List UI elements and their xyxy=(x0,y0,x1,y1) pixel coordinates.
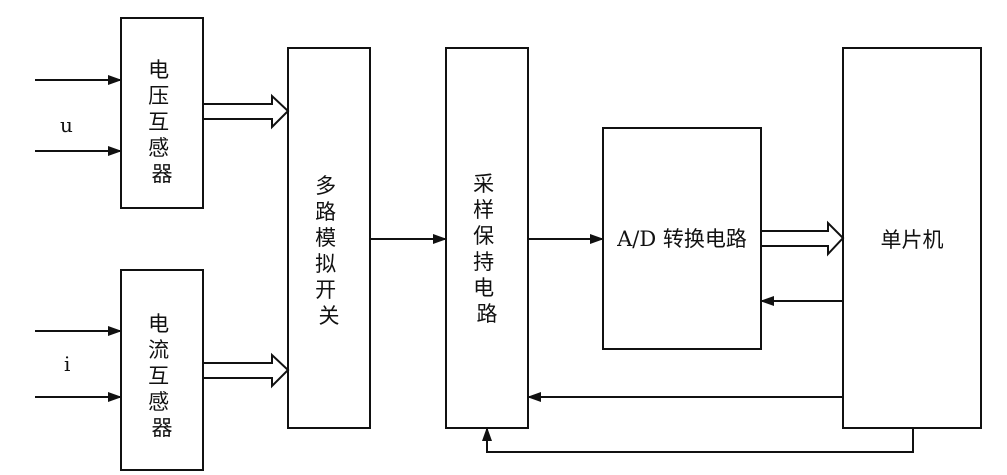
voltage-signal-label: u xyxy=(60,113,73,137)
adc-block xyxy=(602,127,762,350)
sample-hold-char-4: 持 xyxy=(473,250,494,274)
multiplexer-char-4: 拟 xyxy=(315,252,336,276)
voltage-transformer-char-5: 器 xyxy=(152,162,173,186)
current-transformer-char-1: 电 xyxy=(148,312,169,336)
current-transformer-label: 电 流 互 感 器 xyxy=(148,312,176,440)
adc-label: A/D 转换电路 xyxy=(616,227,747,251)
multiplexer-char-6: 关 xyxy=(319,304,340,328)
mcu-feedback-loop-arrow xyxy=(482,427,914,453)
voltage-transformer-block xyxy=(120,17,204,209)
current-signal-label: i xyxy=(64,352,70,376)
multiplexer-char-3: 模 xyxy=(315,226,336,250)
current-transformer-char-2: 流 xyxy=(148,338,169,362)
multiplexer-block xyxy=(287,47,371,429)
voltage-transformer-char-3: 互 xyxy=(148,110,169,134)
sample-hold-block xyxy=(445,47,529,429)
current-transformer-block xyxy=(120,269,204,471)
multiplexer-label: 多 路 模 拟 开 关 xyxy=(315,174,343,328)
voltage-bus-arrow xyxy=(202,93,290,130)
sample-hold-label: 采 样 保 持 电 路 xyxy=(473,172,501,326)
mcu-block xyxy=(842,47,982,429)
sample-hold-char-6: 路 xyxy=(477,302,498,326)
multiplexer-char-2: 路 xyxy=(315,200,336,224)
current-transformer-char-5: 器 xyxy=(152,416,173,440)
sample-hold-char-3: 保 xyxy=(473,224,494,248)
current-transformer-char-4: 感 xyxy=(148,390,169,414)
voltage-transformer-label: 电 压 互 感 器 xyxy=(148,58,176,186)
multiplexer-char-1: 多 xyxy=(315,174,336,198)
sample-hold-char-5: 电 xyxy=(473,276,494,300)
mcu-label: 单片机 xyxy=(881,228,944,252)
voltage-transformer-char-1: 电 xyxy=(148,58,169,82)
voltage-transformer-char-2: 压 xyxy=(148,84,169,108)
current-bus-arrow xyxy=(202,352,290,389)
voltage-transformer-char-4: 感 xyxy=(148,136,169,160)
sample-hold-char-1: 采 xyxy=(473,172,494,196)
current-transformer-char-3: 互 xyxy=(148,364,169,388)
multiplexer-char-5: 开 xyxy=(315,278,336,302)
adc-to-mcu-bus-arrow xyxy=(760,220,845,257)
sample-hold-char-2: 样 xyxy=(473,198,494,222)
